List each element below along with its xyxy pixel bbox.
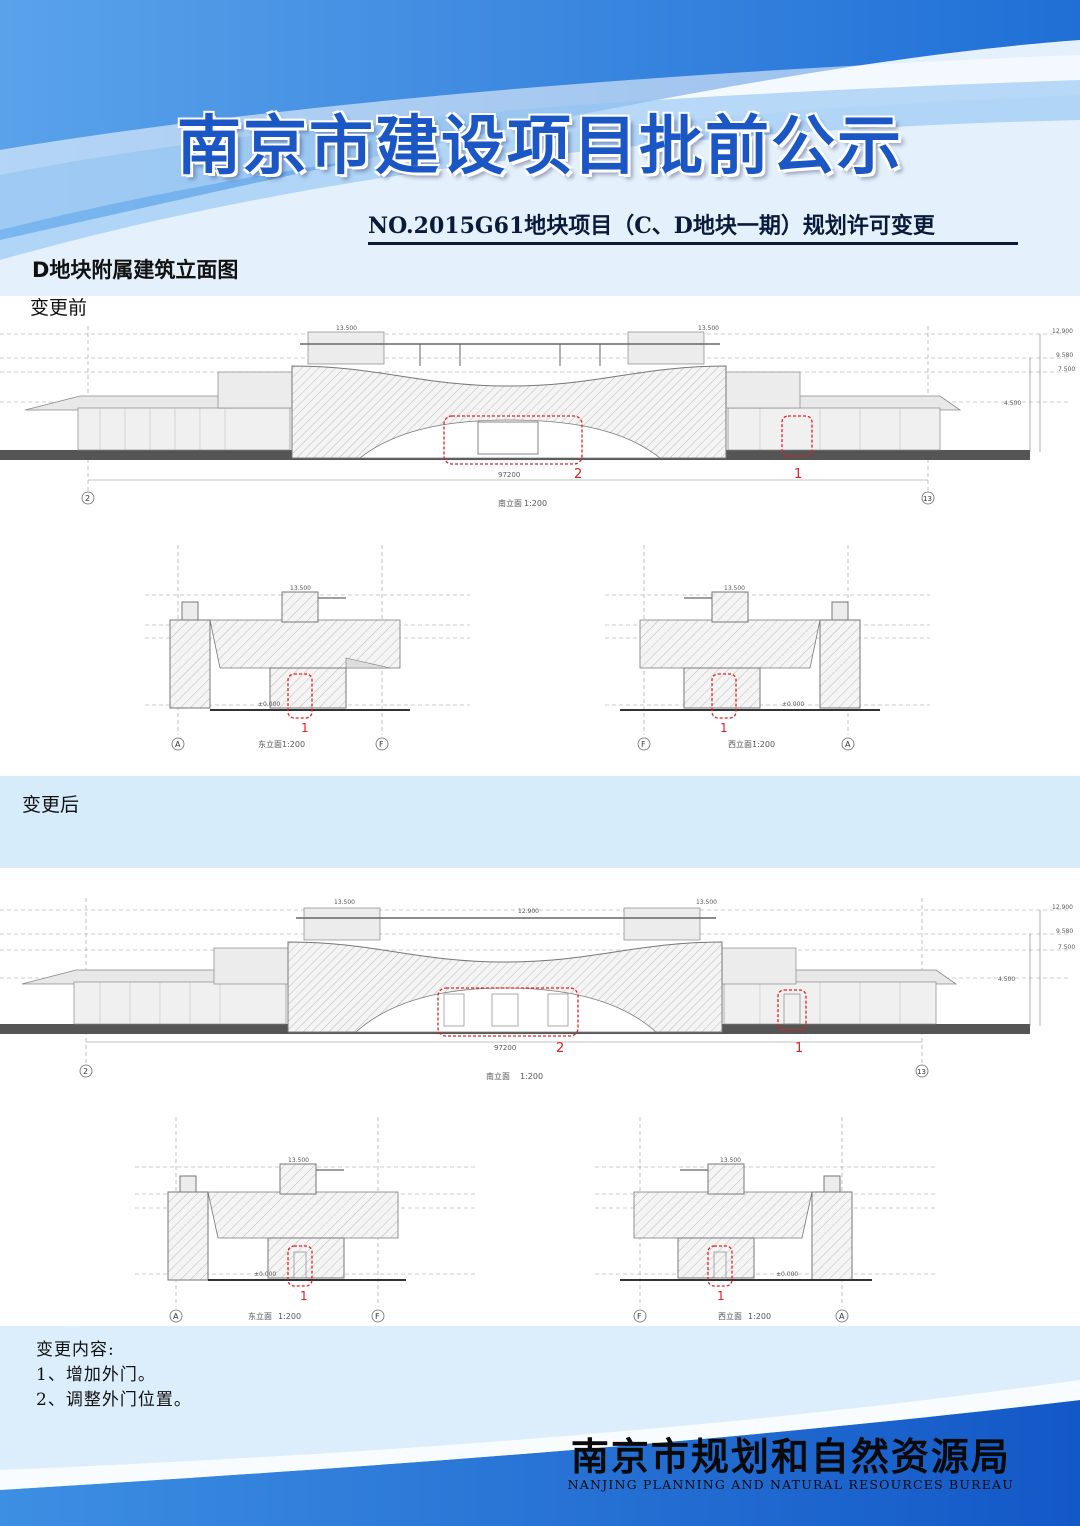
zero-elevation: ±0.000 bbox=[254, 1271, 276, 1278]
center-elevation: 12.900 bbox=[518, 908, 539, 915]
zero-elevation: ±0.000 bbox=[776, 1271, 798, 1278]
axis-right: A bbox=[839, 1312, 845, 1321]
axis-left: A bbox=[175, 740, 181, 749]
overall-length: 97200 bbox=[494, 1044, 516, 1052]
axis-left: F bbox=[637, 1312, 642, 1321]
south-elevation-before: 2 1 97200 2 13 南立面 1:200 13.500 13.500 1… bbox=[0, 325, 1075, 508]
revision-marker-1: 1 bbox=[300, 1289, 308, 1303]
elev-3: 7.500 bbox=[1058, 944, 1075, 951]
view-name: 南立面 bbox=[486, 1071, 510, 1081]
view-scale: 1:200 bbox=[748, 1312, 771, 1321]
after-label: 变更后 bbox=[22, 794, 80, 816]
change-list: 变更内容: 1、增加外门。 2、调整外门位置。 bbox=[36, 1338, 192, 1413]
elev-4: 4.500 bbox=[998, 976, 1015, 983]
revision-marker-1: 1 bbox=[717, 1289, 725, 1303]
top-elevation: 13.500 bbox=[724, 585, 745, 592]
axis-right: F bbox=[375, 1312, 380, 1321]
elev-1: 12.900 bbox=[1052, 328, 1073, 335]
page-title: 南京市建设项目批前公示 bbox=[177, 109, 903, 184]
zero-elevation: ±0.000 bbox=[258, 701, 280, 708]
revision-marker-1: 1 bbox=[795, 1041, 803, 1056]
revision-marker-2: 2 bbox=[574, 467, 582, 482]
view-scale: 1:200 bbox=[520, 1072, 543, 1081]
south-elevation-after: 2 1 97200 2 13 南立面 1:200 13.500 13.500 1… bbox=[0, 898, 1075, 1081]
change-item: 2、调整外门位置。 bbox=[36, 1390, 192, 1410]
west-elevation-after: 1 13.500 ±0.000 F A 西立面 1:200 bbox=[595, 1117, 935, 1323]
zero-elevation: ±0.000 bbox=[782, 701, 804, 708]
roof-elevation-right: 13.500 bbox=[696, 899, 717, 906]
revision-marker-2: 2 bbox=[556, 1041, 564, 1056]
view-name: 南立面 bbox=[498, 498, 522, 508]
axis-right: F bbox=[379, 740, 384, 749]
bureau-name-en: NANJING PLANNING AND NATURAL RESOURCES B… bbox=[567, 1477, 1014, 1492]
revision-marker-1: 1 bbox=[794, 467, 802, 482]
view-name: 东立面 bbox=[248, 1311, 272, 1321]
west-elevation-before: 1 13.500 ±0.000 F A 西立面 1:200 bbox=[605, 545, 930, 751]
view-name: 东立面 bbox=[258, 739, 282, 749]
elev-2: 9.580 bbox=[1056, 352, 1073, 359]
bureau-signature: 南京市规划和自然资源局 NANJING PLANNING AND NATURAL… bbox=[568, 1426, 1014, 1492]
axis-left: A bbox=[173, 1312, 179, 1321]
revision-marker-1: 1 bbox=[301, 721, 309, 735]
east-elevation-after: 1 13.500 ±0.000 A F 东立面 1:200 bbox=[135, 1117, 475, 1323]
view-scale: 1:200 bbox=[278, 1312, 301, 1321]
top-elevation: 13.500 bbox=[290, 585, 311, 592]
roof-elevation-right: 13.500 bbox=[698, 325, 719, 332]
change-item: 1、增加外门。 bbox=[36, 1365, 156, 1385]
view-scale: 1:200 bbox=[752, 740, 775, 749]
view-scale: 1:200 bbox=[524, 499, 547, 508]
top-elevation: 13.500 bbox=[720, 1157, 741, 1164]
elev-1: 12.900 bbox=[1052, 904, 1073, 911]
view-name: 西立面 bbox=[718, 1311, 742, 1321]
before-label: 变更前 bbox=[30, 297, 88, 319]
elev-4: 4.500 bbox=[1004, 400, 1021, 407]
axis-left: 2 bbox=[85, 494, 90, 503]
overall-length: 97200 bbox=[498, 471, 520, 479]
project-subtitle: NO.2015G61地块项目（C、D地块一期）规划许可变更 bbox=[368, 208, 1018, 245]
view-name: 西立面 bbox=[728, 739, 752, 749]
axis-right: 13 bbox=[917, 1068, 926, 1076]
east-elevation-before: 1 13.500 ±0.000 A F 东立面 1:200 bbox=[145, 545, 470, 751]
roof-elevation-left: 13.500 bbox=[334, 899, 355, 906]
elev-3: 7.500 bbox=[1058, 366, 1075, 373]
bureau-name-cn: 南京市规划和自然资源局 bbox=[570, 1434, 1011, 1479]
elev-2: 9.580 bbox=[1056, 928, 1073, 935]
axis-left: 2 bbox=[83, 1067, 88, 1076]
view-scale: 1:200 bbox=[282, 740, 305, 749]
change-list-heading: 变更内容: bbox=[36, 1340, 115, 1360]
section-heading: D地块附属建筑立面图 bbox=[32, 258, 239, 282]
top-elevation: 13.500 bbox=[288, 1157, 309, 1164]
roof-elevation-left: 13.500 bbox=[336, 325, 357, 332]
axis-right: A bbox=[845, 740, 851, 749]
revision-marker-1: 1 bbox=[720, 721, 728, 735]
axis-left: F bbox=[641, 740, 646, 749]
axis-right: 13 bbox=[923, 495, 932, 503]
